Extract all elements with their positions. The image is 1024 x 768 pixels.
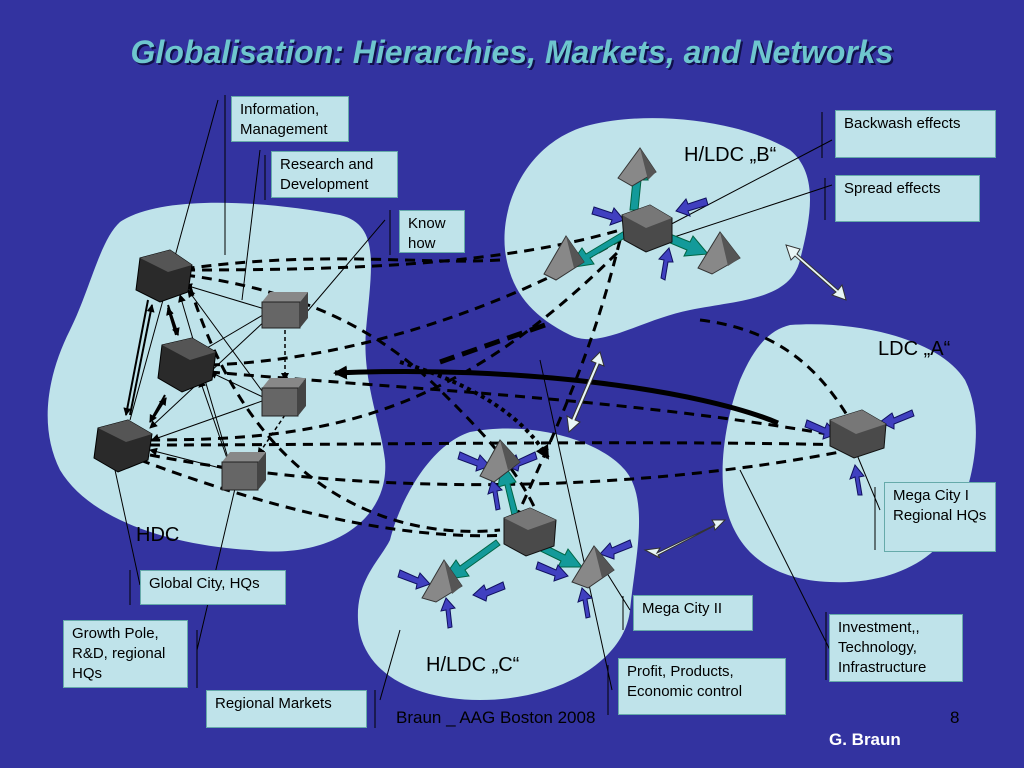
mega-city-c-cube: [503, 507, 557, 557]
mega-city-b-cube: [621, 204, 673, 253]
flow-ldc-to-hdc: [333, 365, 779, 426]
flow-dashed-thick: [439, 322, 546, 365]
region-hldc-c: [357, 428, 640, 700]
region-hdc: [47, 202, 386, 552]
box-know-how: Know how: [399, 210, 465, 253]
pyramid-c-right: [571, 545, 615, 589]
hdc-cube-3: [221, 452, 266, 491]
region-label-hldc-b: H/LDC „B“: [684, 144, 777, 166]
box-mega-city-1: Mega City I Regional HQs: [884, 482, 996, 552]
footer-citation: Braun _ AAG Boston 2008: [396, 708, 596, 727]
hdc-node-bottom: [93, 419, 153, 473]
hdc-cube-2: [261, 378, 306, 417]
box-growth-pole: Growth Pole, R&D, regional HQs: [63, 620, 188, 688]
hdc-node-middle: [157, 337, 217, 393]
footer-author: G. Braun: [829, 730, 901, 749]
hdc-cube-1: [261, 292, 308, 329]
box-mega-city-2: Mega City II: [633, 595, 753, 631]
box-spread-effects: Spread effects: [835, 175, 980, 222]
slide-title: Globalisation: Hierarchies, Markets, and…: [130, 34, 894, 70]
region-link-arrows: [566, 244, 847, 559]
page-number: 8: [950, 708, 960, 727]
box-profit-products: Profit, Products, Economic control: [618, 658, 786, 715]
pyramid-b-top: [617, 147, 657, 187]
box-investment-technology: Investment,, Technology, Infrastructure: [829, 614, 963, 682]
hdc-node-top: [135, 249, 193, 303]
box-research-development: Research and Development: [271, 151, 398, 198]
box-backwash-effects: Backwash effects: [835, 110, 996, 158]
hdc-hierarchy-arrows: [123, 299, 180, 423]
leader-lines: [114, 95, 881, 728]
region-label-hdc: HDC: [136, 524, 180, 546]
region-label-ldc-a: LDC „A“: [878, 338, 951, 360]
region-label-hldc-c: H/LDC „C“: [426, 654, 520, 676]
box-global-city: Global City, HQs: [140, 570, 286, 605]
pyramid-c-top: [479, 439, 521, 483]
box-information-management: Information, Management: [231, 96, 349, 142]
pyramid-c-left: [421, 559, 463, 603]
box-regional-markets: Regional Markets: [206, 690, 367, 728]
pyramid-b-right: [697, 231, 741, 275]
pyramid-b-left: [543, 235, 585, 281]
flow-dotted-arrow: [399, 360, 550, 460]
mega-city-a-cube: [829, 409, 887, 459]
